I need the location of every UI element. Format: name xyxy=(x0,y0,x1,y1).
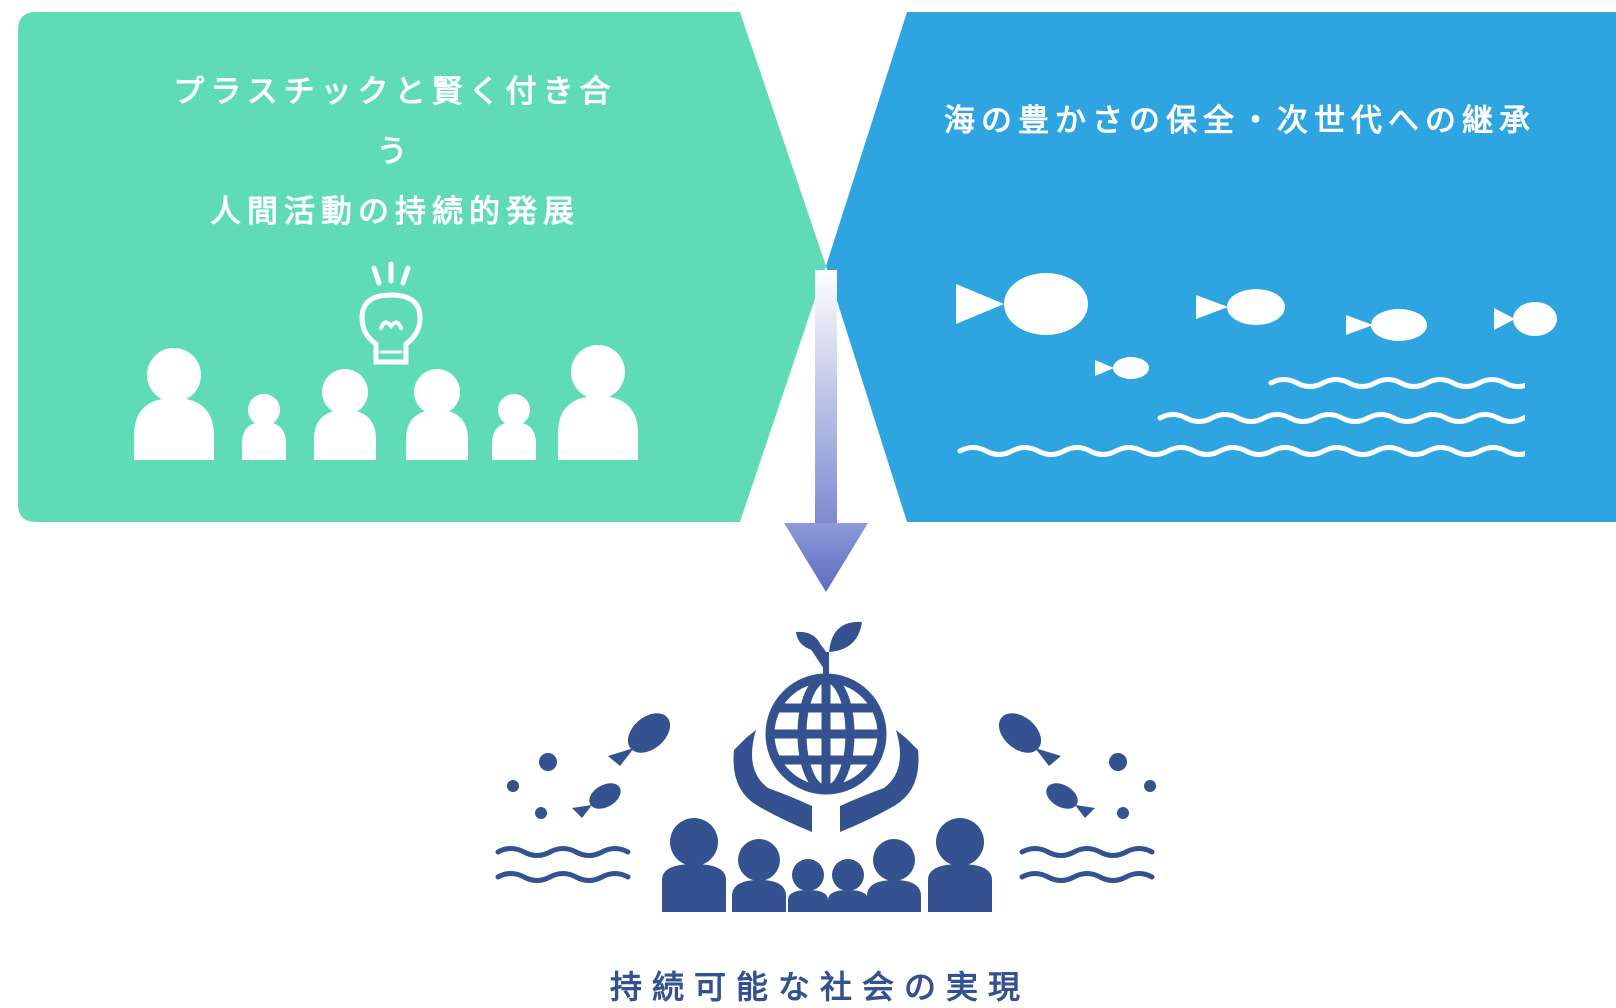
wave-icon xyxy=(498,849,1152,881)
arrow-head-icon xyxy=(784,523,868,592)
wave-mask xyxy=(1525,360,1616,460)
fish-icon xyxy=(956,273,1557,379)
left-panel-title-line-2: 人間活動の持続的発展 xyxy=(210,194,580,230)
hands-icon xyxy=(733,730,919,832)
left-panel xyxy=(18,12,826,522)
right-panel-title: 海の豊かさの保全・次世代への継承 xyxy=(944,103,1536,139)
left-panel-title: プラスチックと賢く付き合う 人間活動の持続的発展 xyxy=(160,62,630,242)
sprout-icon xyxy=(796,621,862,674)
result-title: 持続可能な社会の実現 xyxy=(609,968,1030,1006)
right-panel xyxy=(826,12,1616,522)
lightbulb-icon xyxy=(359,261,423,365)
globe-icon xyxy=(765,673,887,795)
fish-icon xyxy=(507,713,1156,819)
left-panel-title-line-1: プラスチックと賢く付き合う xyxy=(173,74,617,170)
arrow-shaft xyxy=(815,270,837,528)
people-icon xyxy=(662,818,992,912)
people-icon xyxy=(134,345,638,460)
